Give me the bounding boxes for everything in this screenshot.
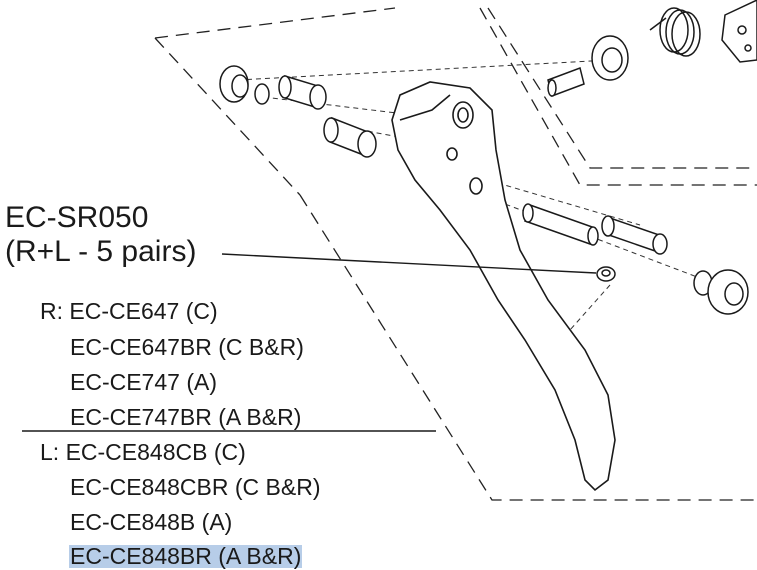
left-variant-3: EC-CE848B (A) xyxy=(70,509,233,535)
right-variant-4: EC-CE747BR (A B&R) xyxy=(70,404,302,430)
callout-quantity: (R+L - 5 pairs) xyxy=(5,235,197,268)
end-cap xyxy=(693,269,749,315)
left-variant-1: L: EC-CE848CB (C) xyxy=(40,439,246,465)
dashed-boundary xyxy=(154,7,757,501)
right-variant-1: R: EC-CE647 (C) xyxy=(40,298,218,324)
right-variant-3: EC-CE747 (A) xyxy=(70,369,217,395)
spring xyxy=(649,7,701,57)
brake-lever xyxy=(391,81,616,492)
body-fragment xyxy=(721,0,757,63)
bushing-lower xyxy=(323,116,377,158)
bolt-part xyxy=(596,266,616,282)
pin-b xyxy=(601,215,668,255)
left-variant-2: EC-CE848CBR (C B&R) xyxy=(70,474,321,500)
washer-left xyxy=(219,65,270,105)
callout-leader-line xyxy=(221,253,597,274)
pin-a xyxy=(522,203,599,246)
bushing-upper xyxy=(278,74,327,110)
left-variant-4-highlighted: EC-CE848BR (A B&R) xyxy=(69,543,303,569)
pivot-bushing xyxy=(547,35,629,97)
callout-part-code: EC-SR050 xyxy=(5,201,149,234)
right-variant-2: EC-CE647BR (C B&R) xyxy=(70,334,304,360)
